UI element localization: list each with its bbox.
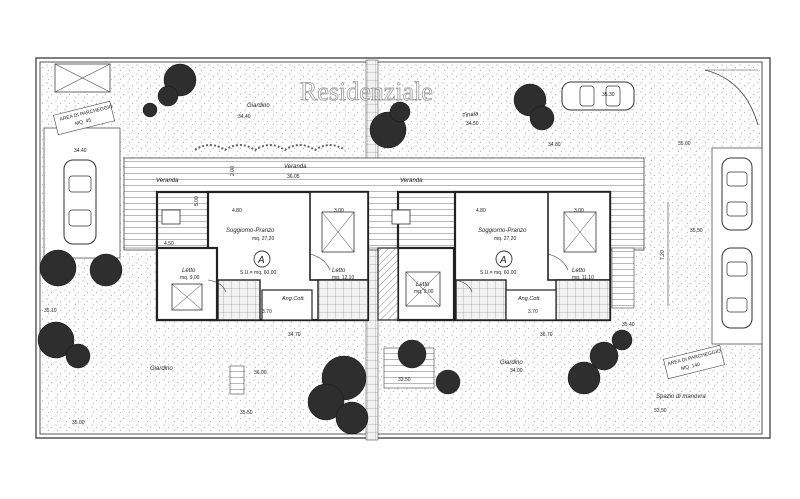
parking-area-left: AREA DI PARCHEGGIO MQ. 45 34.40 xyxy=(43,100,121,259)
trees xyxy=(37,63,633,435)
dimension-label: 4.80 xyxy=(232,208,242,214)
dimension-label: 3.00 xyxy=(574,208,584,214)
exterior-steps xyxy=(229,247,635,395)
tree xyxy=(65,343,91,369)
soggiorno-left-label: Soggiorno-Pranzo xyxy=(226,228,275,234)
property-boundary xyxy=(35,57,771,439)
ang-cott-right: Ang.Cott. xyxy=(517,296,541,302)
parking-right-mq: MQ. 140 xyxy=(681,362,701,373)
elevation-mark: 33.50 xyxy=(654,408,667,414)
ang-cott-left: Ang.Cott. xyxy=(281,296,305,302)
tree xyxy=(157,85,179,107)
dimension-label: 3.70 xyxy=(262,309,272,315)
watermark: Residenziale xyxy=(300,77,434,107)
elevation-mark: 34.40 xyxy=(74,148,87,154)
dimension-label: 3.00 xyxy=(334,208,344,214)
tree xyxy=(37,321,75,359)
elevation-mark: 35.50 xyxy=(690,228,703,234)
elevation-mark: 34.00 xyxy=(510,368,523,374)
gate-swing xyxy=(704,69,759,126)
unit-label-left: A xyxy=(257,255,265,266)
table-right xyxy=(391,209,411,225)
su-left: S.U.= mq. 60,00 xyxy=(240,270,276,276)
tree xyxy=(39,249,77,287)
tree xyxy=(89,253,123,287)
elevation-mark: 35.00 xyxy=(72,420,85,426)
elevation-mark: 35.40 xyxy=(622,322,635,328)
soggiorno-right-label: Soggiorno-Pranzo xyxy=(478,228,527,234)
unit-label-right: A xyxy=(499,255,507,266)
bottom-garden: Giardino Giardino 36.00 35.50 33.50 33.5… xyxy=(44,142,667,426)
elevation-mark: 35.10 xyxy=(44,308,57,314)
carport xyxy=(54,63,111,93)
dimension-label: 4.50 xyxy=(164,241,174,247)
giardino-bottom-right-label: Giardino xyxy=(500,360,523,366)
parking-left-mq: MQ. 45 xyxy=(75,117,93,127)
elevation-mark: 36.05 xyxy=(287,174,300,180)
elevation-mark: 34.50 xyxy=(466,121,479,127)
tree xyxy=(389,101,411,123)
tree xyxy=(142,102,158,118)
spazio-label: Spazio di manovra xyxy=(656,394,706,400)
car-left xyxy=(63,159,97,245)
giardino-top-label: Giardino xyxy=(247,103,270,109)
tree xyxy=(529,105,555,131)
car-right-1 xyxy=(721,157,753,231)
tree xyxy=(397,339,427,369)
elevation-mark: 33.50 xyxy=(398,377,411,383)
house-left: A Soggiorno-Pranzo mq. 27,20 S.U.= mq. 6… xyxy=(155,174,370,322)
car-right-2 xyxy=(721,247,753,329)
watermark-text: Residenziale xyxy=(300,77,433,106)
tree xyxy=(335,401,369,435)
elevation-mark: 35.30 xyxy=(602,92,615,98)
table-left xyxy=(161,209,181,225)
tree xyxy=(307,383,345,421)
letto-right-mq: mq. 11,10 xyxy=(572,275,594,281)
soggiorno-right-mq: mq. 27,20 xyxy=(494,236,516,242)
elevation-mark: 35.60 xyxy=(678,141,691,147)
elevation-mark: 36.00 xyxy=(254,370,267,376)
veranda-mid-right-label: Veranda xyxy=(400,178,423,184)
letto-small-right-mq: mq. 9,00 xyxy=(414,289,434,295)
veranda-left-label: Veranda xyxy=(156,178,179,184)
soggiorno-left-mq: mq. 27,20 xyxy=(252,236,274,242)
dimension-label: 5.00 xyxy=(194,196,200,206)
elevation-mark: 34.70 xyxy=(288,332,301,338)
veranda-furniture: Veranda Veranda Veranda 4.50 5.00 2.00 xyxy=(156,164,423,247)
dimension-label: 4.80 xyxy=(476,208,486,214)
dimension-label: 3.70 xyxy=(528,309,538,315)
car-top-right xyxy=(561,81,635,111)
tree xyxy=(611,329,633,351)
stair-block xyxy=(377,247,399,321)
letto-small-left-mq: mq. 9,00 xyxy=(180,275,200,281)
tinaia-label: Tinaia xyxy=(462,111,480,119)
elevation-mark: 36.70 xyxy=(540,332,553,338)
elevation-mark: 34.80 xyxy=(548,142,561,148)
house-right: A Soggiorno-Pranzo mq. 27,20 S.U.= mq. 6… xyxy=(396,190,612,322)
dimension-label: 7.20 xyxy=(660,250,666,260)
giardino-bottom-label: Giardino xyxy=(150,366,173,372)
su-right: S.U.= mq. 60,00 xyxy=(480,270,516,276)
tree xyxy=(567,361,601,395)
dimension-label: 2.00 xyxy=(230,166,236,176)
letto-right-label: Letto xyxy=(572,268,586,274)
letto-left-label: Letto xyxy=(332,268,346,274)
elevation-mark: 34.40 xyxy=(238,114,251,120)
letto-small-left-label: Letto xyxy=(182,268,196,274)
elevation-mark: 35.50 xyxy=(240,410,253,416)
tree xyxy=(435,369,461,395)
letto-small-right-label: Letto xyxy=(416,282,430,288)
letto-left-mq: mq. 12,10 xyxy=(332,275,354,281)
veranda-mid-left-label: Veranda xyxy=(284,164,307,170)
tree xyxy=(589,341,619,371)
